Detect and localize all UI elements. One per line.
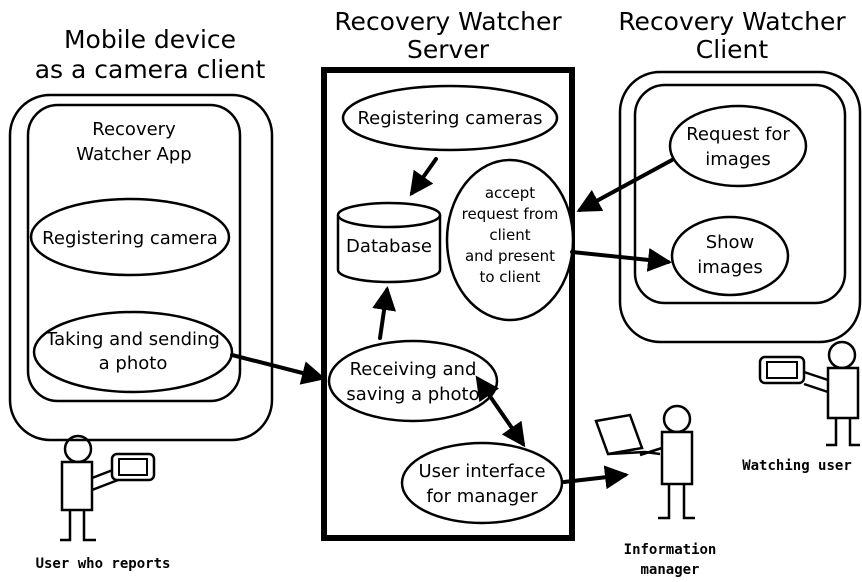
receiving-saving-photo-node xyxy=(327,339,499,423)
watching-user-label: Watching user xyxy=(742,458,852,474)
request-images-node xyxy=(668,104,808,188)
arrow-receiving-to-database xyxy=(372,286,396,340)
information-manager-figure xyxy=(639,404,695,520)
arrow-request-to-accept xyxy=(576,158,674,212)
reporter-phone-icon xyxy=(110,452,156,482)
accept-request-node xyxy=(445,158,575,322)
registering-cameras-node xyxy=(341,84,559,152)
database-icon xyxy=(336,201,442,284)
watcher-phone-icon xyxy=(758,355,806,385)
mobile-device-box xyxy=(8,93,274,442)
arrow-ui-to-manager xyxy=(562,465,629,490)
reporting-user-figure xyxy=(60,434,119,542)
recovery-watcher-app-box xyxy=(26,103,242,403)
arrow-accept-to-show xyxy=(570,247,672,272)
watching-user-figure xyxy=(803,340,860,447)
user-who-reports-label: User who reports xyxy=(36,556,171,572)
client-device-box xyxy=(618,70,862,344)
registering-cameras-label: Registering cameras xyxy=(357,108,542,129)
arrow-register-to-database xyxy=(409,157,438,197)
registering-camera-label: Registering camera xyxy=(42,228,218,249)
laptop-icon xyxy=(594,413,661,456)
server-box xyxy=(321,67,575,541)
arrow-photo-to-server xyxy=(230,353,326,385)
user-interface-manager-node xyxy=(400,441,564,525)
taking-sending-photo-node xyxy=(32,310,234,394)
client-app-box xyxy=(633,83,847,305)
arrow-receiving-ui-bidirectional xyxy=(475,375,526,448)
show-images-node xyxy=(670,215,790,297)
registering-camera-node xyxy=(29,197,231,277)
database-label: Database xyxy=(346,236,432,257)
